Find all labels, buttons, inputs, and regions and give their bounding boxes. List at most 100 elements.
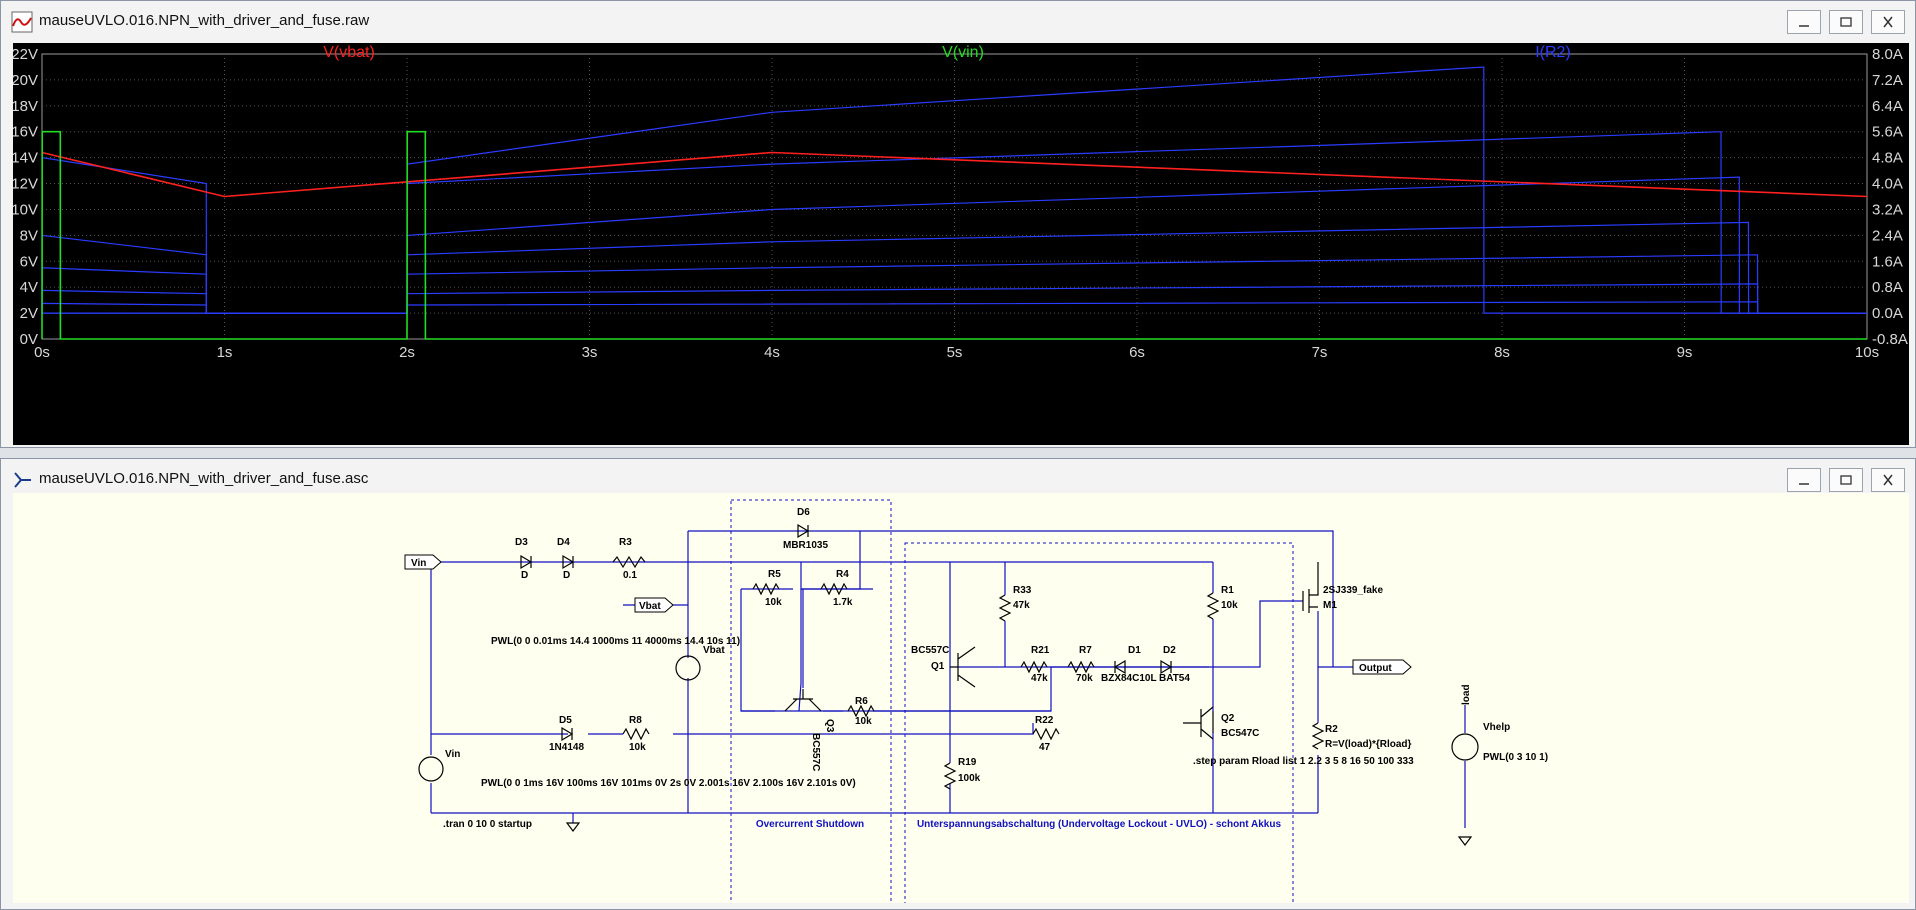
waveform-titlebar[interactable]: mauseUVLO.016.NPN_with_driver_and_fuse.r… [1,1,1915,43]
x-tick-label: 6s [1129,344,1145,361]
y-left-tick-label: 0V [20,331,38,348]
label-d4v[interactable]: D [563,570,570,581]
label-r7[interactable]: R7 [1079,645,1092,656]
label-r6[interactable]: R6 [855,696,868,707]
label-d1v[interactable]: BZX84C10L [1101,673,1157,684]
schematic-drawing[interactable]: Vin Vbat Output load D3D D4D R3 0.1 D6MBR103… [13,493,1909,907]
label-r33[interactable]: R33 [1013,585,1032,596]
waveform-window-title: mauseUVLO.016.NPN_with_driver_and_fuse.r… [39,12,370,29]
close-button[interactable] [1871,10,1905,34]
schematic-window-title: mauseUVLO.016.NPN_with_driver_and_fuse.a… [39,470,369,487]
trace-label-vbat[interactable]: V(vbat) [323,44,375,61]
series-line-v-vbat [41,151,1868,198]
label-vhelpv[interactable]: PWL(0 3 10 1) [1483,752,1548,763]
y-right-tick-label: -0.8A [1872,331,1908,348]
port-vin[interactable]: Vin [404,554,442,570]
step-directive[interactable]: .step param Rload list 1 2.2 3 5 8 16 50… [1193,756,1414,767]
x-tick-label: 9s [1677,344,1693,361]
label-r33v[interactable]: 47k [1013,600,1030,611]
overcurrent-box-label: Overcurrent Shutdown [756,819,864,830]
y-left-tick-label: 14V [13,150,38,167]
svg-text:Vbat: Vbat [639,601,661,612]
label-q1[interactable]: Q1 [931,661,945,672]
label-d2[interactable]: D2 [1163,645,1176,656]
trace-label-ir2[interactable]: I(R2) [1535,44,1571,61]
label-d5v[interactable]: 1N4148 [549,742,584,753]
label-r22[interactable]: R22 [1035,715,1054,726]
label-r5[interactable]: R5 [768,569,781,580]
y-right-tick-label: 5.6A [1872,124,1903,141]
label-d3v[interactable]: D [521,570,528,581]
label-q2[interactable]: Q2 [1221,713,1235,724]
label-r21v[interactable]: 47k [1031,673,1048,684]
port-output[interactable]: Output [1352,659,1412,675]
label-vhelp[interactable]: Vhelp [1483,722,1510,733]
label-d5[interactable]: D5 [559,715,572,726]
label-r4v[interactable]: 1.7k [833,597,853,608]
label-q2m[interactable]: BC547C [1221,728,1259,739]
label-d4[interactable]: D4 [557,537,570,548]
label-m1[interactable]: M1 [1323,600,1337,611]
label-r19v[interactable]: 100k [958,773,981,784]
uvlo-box [904,542,1294,907]
restore-button[interactable] [1829,10,1863,34]
minimize-button[interactable] [1787,468,1821,492]
label-r22v[interactable]: 47 [1039,742,1051,753]
x-tick-label: 4s [764,344,780,361]
label-q3m[interactable]: BC557C [810,733,821,771]
series-line-i-r2-rload-50 [41,301,1867,314]
label-r3[interactable]: R3 [619,537,632,548]
y-right-tick-label: 1.6A [1872,253,1903,270]
minimize-button[interactable] [1787,10,1821,34]
label-r5v[interactable]: 10k [765,597,782,608]
y-right-tick-label: 4.0A [1872,176,1903,193]
y-left-tick-label: 16V [13,124,38,141]
vin-pwl-directive[interactable]: PWL(0 0 1ms 16V 100ms 16V 101ms 0V 2s 0V… [481,778,856,789]
vbat-pwl-directive[interactable]: PWL(0 0 0.01ms 14.4 1000ms 11 4000ms 14.… [491,636,740,647]
label-r1[interactable]: R1 [1221,585,1234,596]
svg-text:Output: Output [1359,663,1392,674]
minimize-icon [1799,483,1809,485]
x-tick-label: 0s [34,344,50,361]
label-r1v[interactable]: 10k [1221,600,1238,611]
schematic-app-icon [14,472,31,488]
y-left-tick-label: 6V [20,253,38,270]
y-right-tick-label: 3.2A [1872,201,1903,218]
label-d6[interactable]: D6 [797,507,810,518]
restore-button[interactable] [1829,468,1863,492]
trace-label-vin[interactable]: V(vin) [942,44,984,61]
label-r6v[interactable]: 10k [855,716,872,727]
x-tick-label: 3s [582,344,598,361]
label-r4[interactable]: R4 [836,569,849,580]
label-r21[interactable]: R21 [1031,645,1050,656]
label-r7v[interactable]: 70k [1076,673,1093,684]
label-q1m[interactable]: BC557C [911,645,949,656]
tran-directive[interactable]: .tran 0 10 0 startup [443,819,532,830]
waveform-app-icon [11,11,33,33]
label-r2[interactable]: R2 [1325,724,1338,735]
close-icon [1883,474,1893,486]
label-m1m[interactable]: 2SJ339_fake [1323,585,1383,596]
label-d2v[interactable]: BAT54 [1159,673,1190,684]
label-d6v[interactable]: MBR1035 [783,540,828,551]
label-q3[interactable]: Q3 [824,719,835,733]
label-r3v[interactable]: 0.1 [623,570,637,581]
port-vbat[interactable]: Vbat [634,597,674,613]
label-d1[interactable]: D1 [1128,645,1141,656]
port-load[interactable]: load [1461,684,1472,705]
label-d3[interactable]: D3 [515,537,528,548]
y-right-tick-label: 4.8A [1872,150,1903,167]
close-button[interactable] [1871,468,1905,492]
label-vbatsrc[interactable]: Vbat [703,645,725,656]
label-vinsrc[interactable]: Vin [445,749,460,760]
plot-frame [41,53,1868,340]
label-r2v[interactable]: R=V(load)*{Rload} [1325,739,1412,750]
label-r8[interactable]: R8 [629,715,642,726]
label-r8v[interactable]: 10k [629,742,646,753]
label-r19[interactable]: R19 [958,757,977,768]
x-tick-label: 10s [1855,344,1879,361]
